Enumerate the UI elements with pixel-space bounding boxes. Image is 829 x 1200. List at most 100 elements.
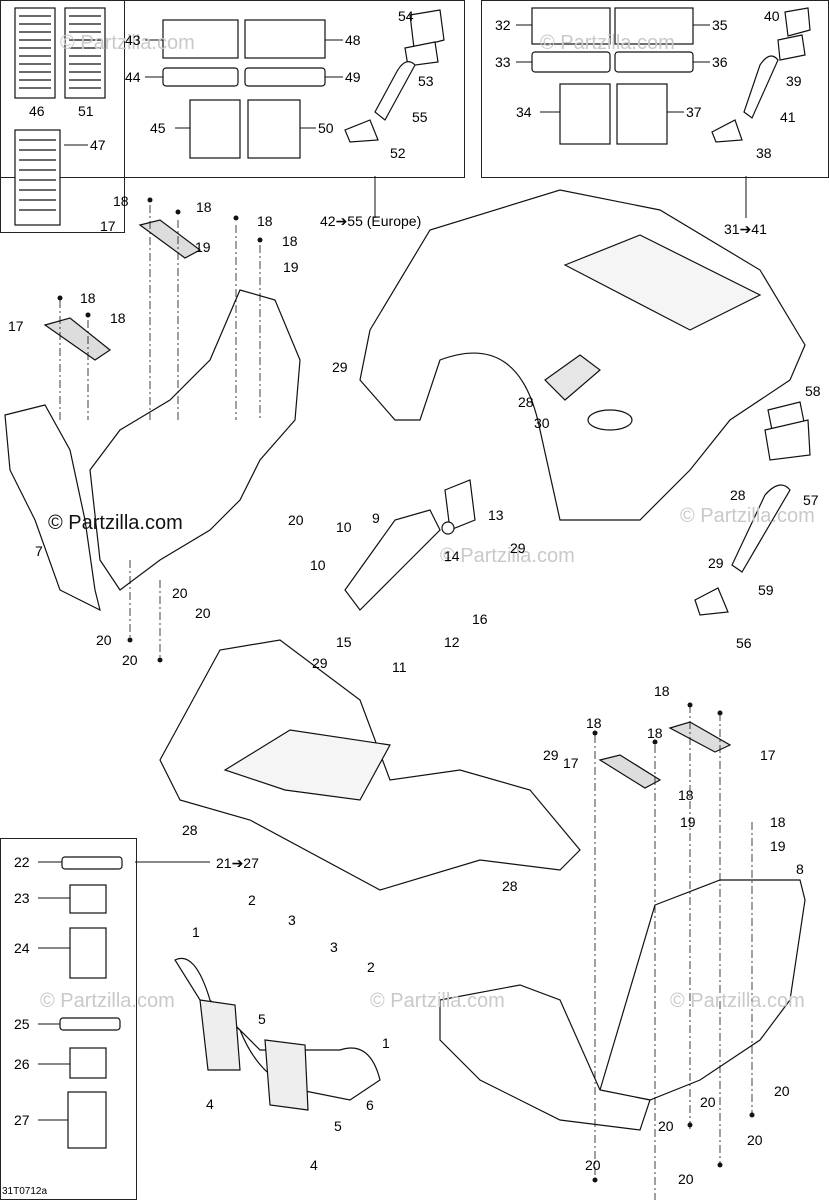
part-7 bbox=[4, 404, 101, 612]
callout-12: 12 bbox=[444, 634, 460, 650]
part-17b bbox=[43, 317, 112, 361]
callout-18: 18 bbox=[80, 290, 96, 306]
watermark: © Partzilla.com bbox=[370, 990, 505, 1012]
callout-18: 18 bbox=[257, 213, 273, 229]
callout-9: 9 bbox=[372, 510, 380, 526]
callout-29: 29 bbox=[312, 655, 328, 671]
callout-19: 19 bbox=[195, 239, 211, 255]
callout-5: 5 bbox=[258, 1011, 266, 1027]
decal-27 bbox=[67, 1091, 107, 1149]
watermark: © Partzilla.com bbox=[48, 512, 183, 534]
callout-6: 6 bbox=[366, 1097, 374, 1113]
callout-33: 33 bbox=[495, 54, 511, 70]
callout-19: 19 bbox=[283, 259, 299, 275]
callout-19: 19 bbox=[680, 814, 696, 830]
callout-52: 52 bbox=[390, 145, 406, 161]
callout-39: 39 bbox=[786, 73, 802, 89]
callout-55: 55 bbox=[412, 109, 428, 125]
callout-2: 2 bbox=[367, 959, 375, 975]
callout-4: 4 bbox=[206, 1096, 214, 1112]
decal-51 bbox=[64, 7, 106, 99]
part-17a bbox=[138, 219, 202, 259]
callout-3: 3 bbox=[288, 912, 296, 928]
rear-fender bbox=[359, 189, 806, 521]
part-9 bbox=[344, 509, 441, 611]
decal-23 bbox=[69, 884, 107, 914]
callout-20: 20 bbox=[195, 605, 211, 621]
part-6 bbox=[174, 957, 381, 1101]
callout-2: 2 bbox=[248, 892, 256, 908]
callout-28: 28 bbox=[730, 487, 746, 503]
callout-8: 8 bbox=[796, 861, 804, 877]
decal-32 bbox=[531, 7, 611, 45]
callout-17: 17 bbox=[760, 747, 776, 763]
callout-5: 5 bbox=[334, 1118, 342, 1134]
callout-17: 17 bbox=[100, 218, 116, 234]
callout-18: 18 bbox=[113, 193, 129, 209]
decal-44 bbox=[162, 67, 239, 87]
callout-22: 22 bbox=[14, 854, 30, 870]
callout-20: 20 bbox=[678, 1171, 694, 1187]
callout-46: 46 bbox=[29, 103, 45, 119]
callout-54: 54 bbox=[398, 8, 414, 24]
callout-37: 37 bbox=[686, 104, 702, 120]
watermark: © Partzilla.com bbox=[40, 990, 175, 1012]
callout-15: 15 bbox=[336, 634, 352, 650]
callout-20: 20 bbox=[96, 632, 112, 648]
callout-59: 59 bbox=[758, 582, 774, 598]
callout-27: 27 bbox=[14, 1112, 30, 1128]
callout-29: 29 bbox=[543, 747, 559, 763]
callout-34: 34 bbox=[516, 104, 532, 120]
part-30 bbox=[544, 354, 601, 401]
callout-20: 20 bbox=[747, 1132, 763, 1148]
part-14 bbox=[441, 521, 455, 535]
callout-14: 14 bbox=[444, 548, 460, 564]
decals-box-left bbox=[0, 0, 125, 233]
callout-17: 17 bbox=[8, 318, 24, 334]
callout-16: 16 bbox=[472, 611, 488, 627]
callout-4: 4 bbox=[310, 1157, 318, 1173]
part-57 bbox=[764, 419, 811, 461]
watermark: © Partzilla.com bbox=[670, 990, 805, 1012]
callout-18: 18 bbox=[770, 814, 786, 830]
callout-47: 47 bbox=[90, 137, 106, 153]
rear-storage bbox=[563, 234, 762, 331]
part-13 bbox=[444, 479, 476, 531]
decal-24 bbox=[69, 927, 107, 979]
part-41 bbox=[743, 55, 779, 119]
callout-10: 10 bbox=[310, 557, 326, 573]
callout-45: 45 bbox=[150, 120, 166, 136]
callout-28: 28 bbox=[502, 878, 518, 894]
part-39 bbox=[777, 34, 806, 61]
callout-18: 18 bbox=[196, 199, 212, 215]
rear-cupholder bbox=[587, 409, 633, 431]
callout-43: 43 bbox=[125, 32, 141, 48]
callout-18: 18 bbox=[110, 310, 126, 326]
callout-18: 18 bbox=[586, 715, 602, 731]
callout-20: 20 bbox=[774, 1083, 790, 1099]
part-54 bbox=[409, 9, 445, 49]
callout-40: 40 bbox=[764, 8, 780, 24]
part-38 bbox=[711, 119, 743, 143]
decal-22 bbox=[61, 856, 123, 870]
callout-1: 1 bbox=[192, 924, 200, 940]
callout-50: 50 bbox=[318, 120, 334, 136]
part-17d bbox=[668, 721, 732, 753]
decal-43 bbox=[162, 19, 239, 59]
callout-58: 58 bbox=[805, 383, 821, 399]
callout-18: 18 bbox=[654, 683, 670, 699]
decal-46 bbox=[14, 7, 56, 99]
front-storage bbox=[223, 729, 391, 801]
decal-33 bbox=[531, 51, 611, 73]
callout-13: 13 bbox=[488, 507, 504, 523]
callout-49: 49 bbox=[345, 69, 361, 85]
watermark: © Partzilla.com bbox=[440, 545, 575, 567]
decal-25 bbox=[59, 1017, 121, 1031]
callout-18: 18 bbox=[647, 725, 663, 741]
callout-51: 51 bbox=[78, 103, 94, 119]
callout-32: 32 bbox=[495, 17, 511, 33]
callout-36: 36 bbox=[712, 54, 728, 70]
left-footwell bbox=[89, 289, 301, 591]
callout-48: 48 bbox=[345, 32, 361, 48]
part-52 bbox=[344, 119, 379, 143]
